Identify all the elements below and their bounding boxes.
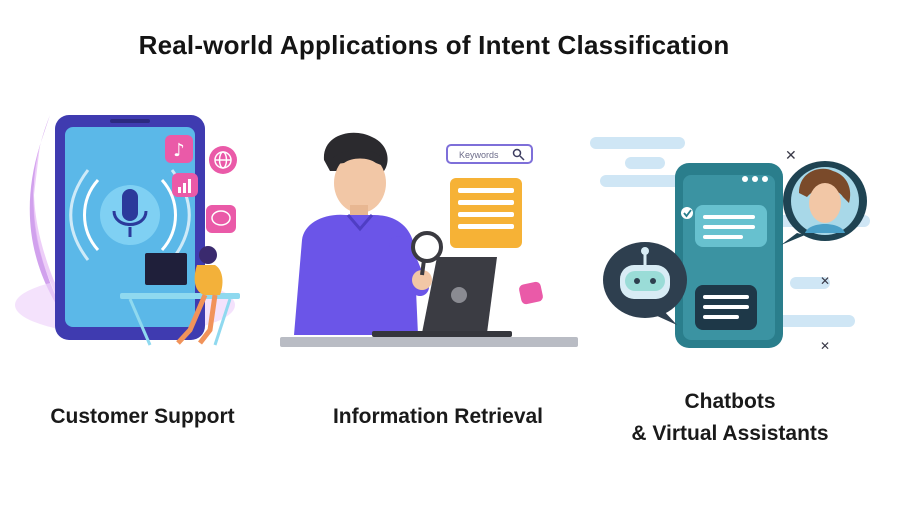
robot-avatar bbox=[603, 242, 687, 325]
microphone-icon bbox=[69, 169, 191, 261]
svg-text:♪: ♪ bbox=[173, 140, 185, 161]
caption-chatbots-line1: Chatbots bbox=[684, 390, 776, 413]
caption-customer-support: Customer Support bbox=[50, 405, 235, 428]
svg-text:Keywords: Keywords bbox=[459, 150, 499, 160]
search-bar: Keywords bbox=[446, 144, 533, 164]
customer-support-illustration: ♪ bbox=[15, 115, 240, 346]
chat-bubble-icon bbox=[206, 205, 236, 233]
magnifier-icon bbox=[411, 231, 443, 263]
chatbot-illustration: ✕ ✕ ✕ bbox=[590, 137, 870, 350]
support-agent bbox=[176, 246, 223, 345]
caption-chatbots-line2: & Virtual Assistants bbox=[631, 422, 829, 445]
pink-chat-icon bbox=[519, 281, 543, 305]
search-icon bbox=[512, 148, 522, 158]
sparkle-icon: ✕ bbox=[785, 148, 797, 164]
person-with-magnifier bbox=[294, 132, 443, 335]
laptop bbox=[372, 257, 512, 337]
music-note-icon bbox=[165, 135, 193, 163]
desk bbox=[280, 337, 578, 347]
slide-title: Real-world Applications of Intent Classi… bbox=[138, 30, 730, 60]
information-retrieval-illustration: Keywords bbox=[280, 132, 578, 347]
caption-chatbots: Chatbots & Virtual Assistants bbox=[615, 386, 845, 450]
svg-text:✕: ✕ bbox=[820, 339, 830, 350]
user-avatar bbox=[781, 161, 867, 245]
svg-text:✕: ✕ bbox=[820, 274, 830, 288]
caption-information-retrieval: Information Retrieval bbox=[332, 405, 544, 428]
check-icon bbox=[681, 207, 693, 219]
